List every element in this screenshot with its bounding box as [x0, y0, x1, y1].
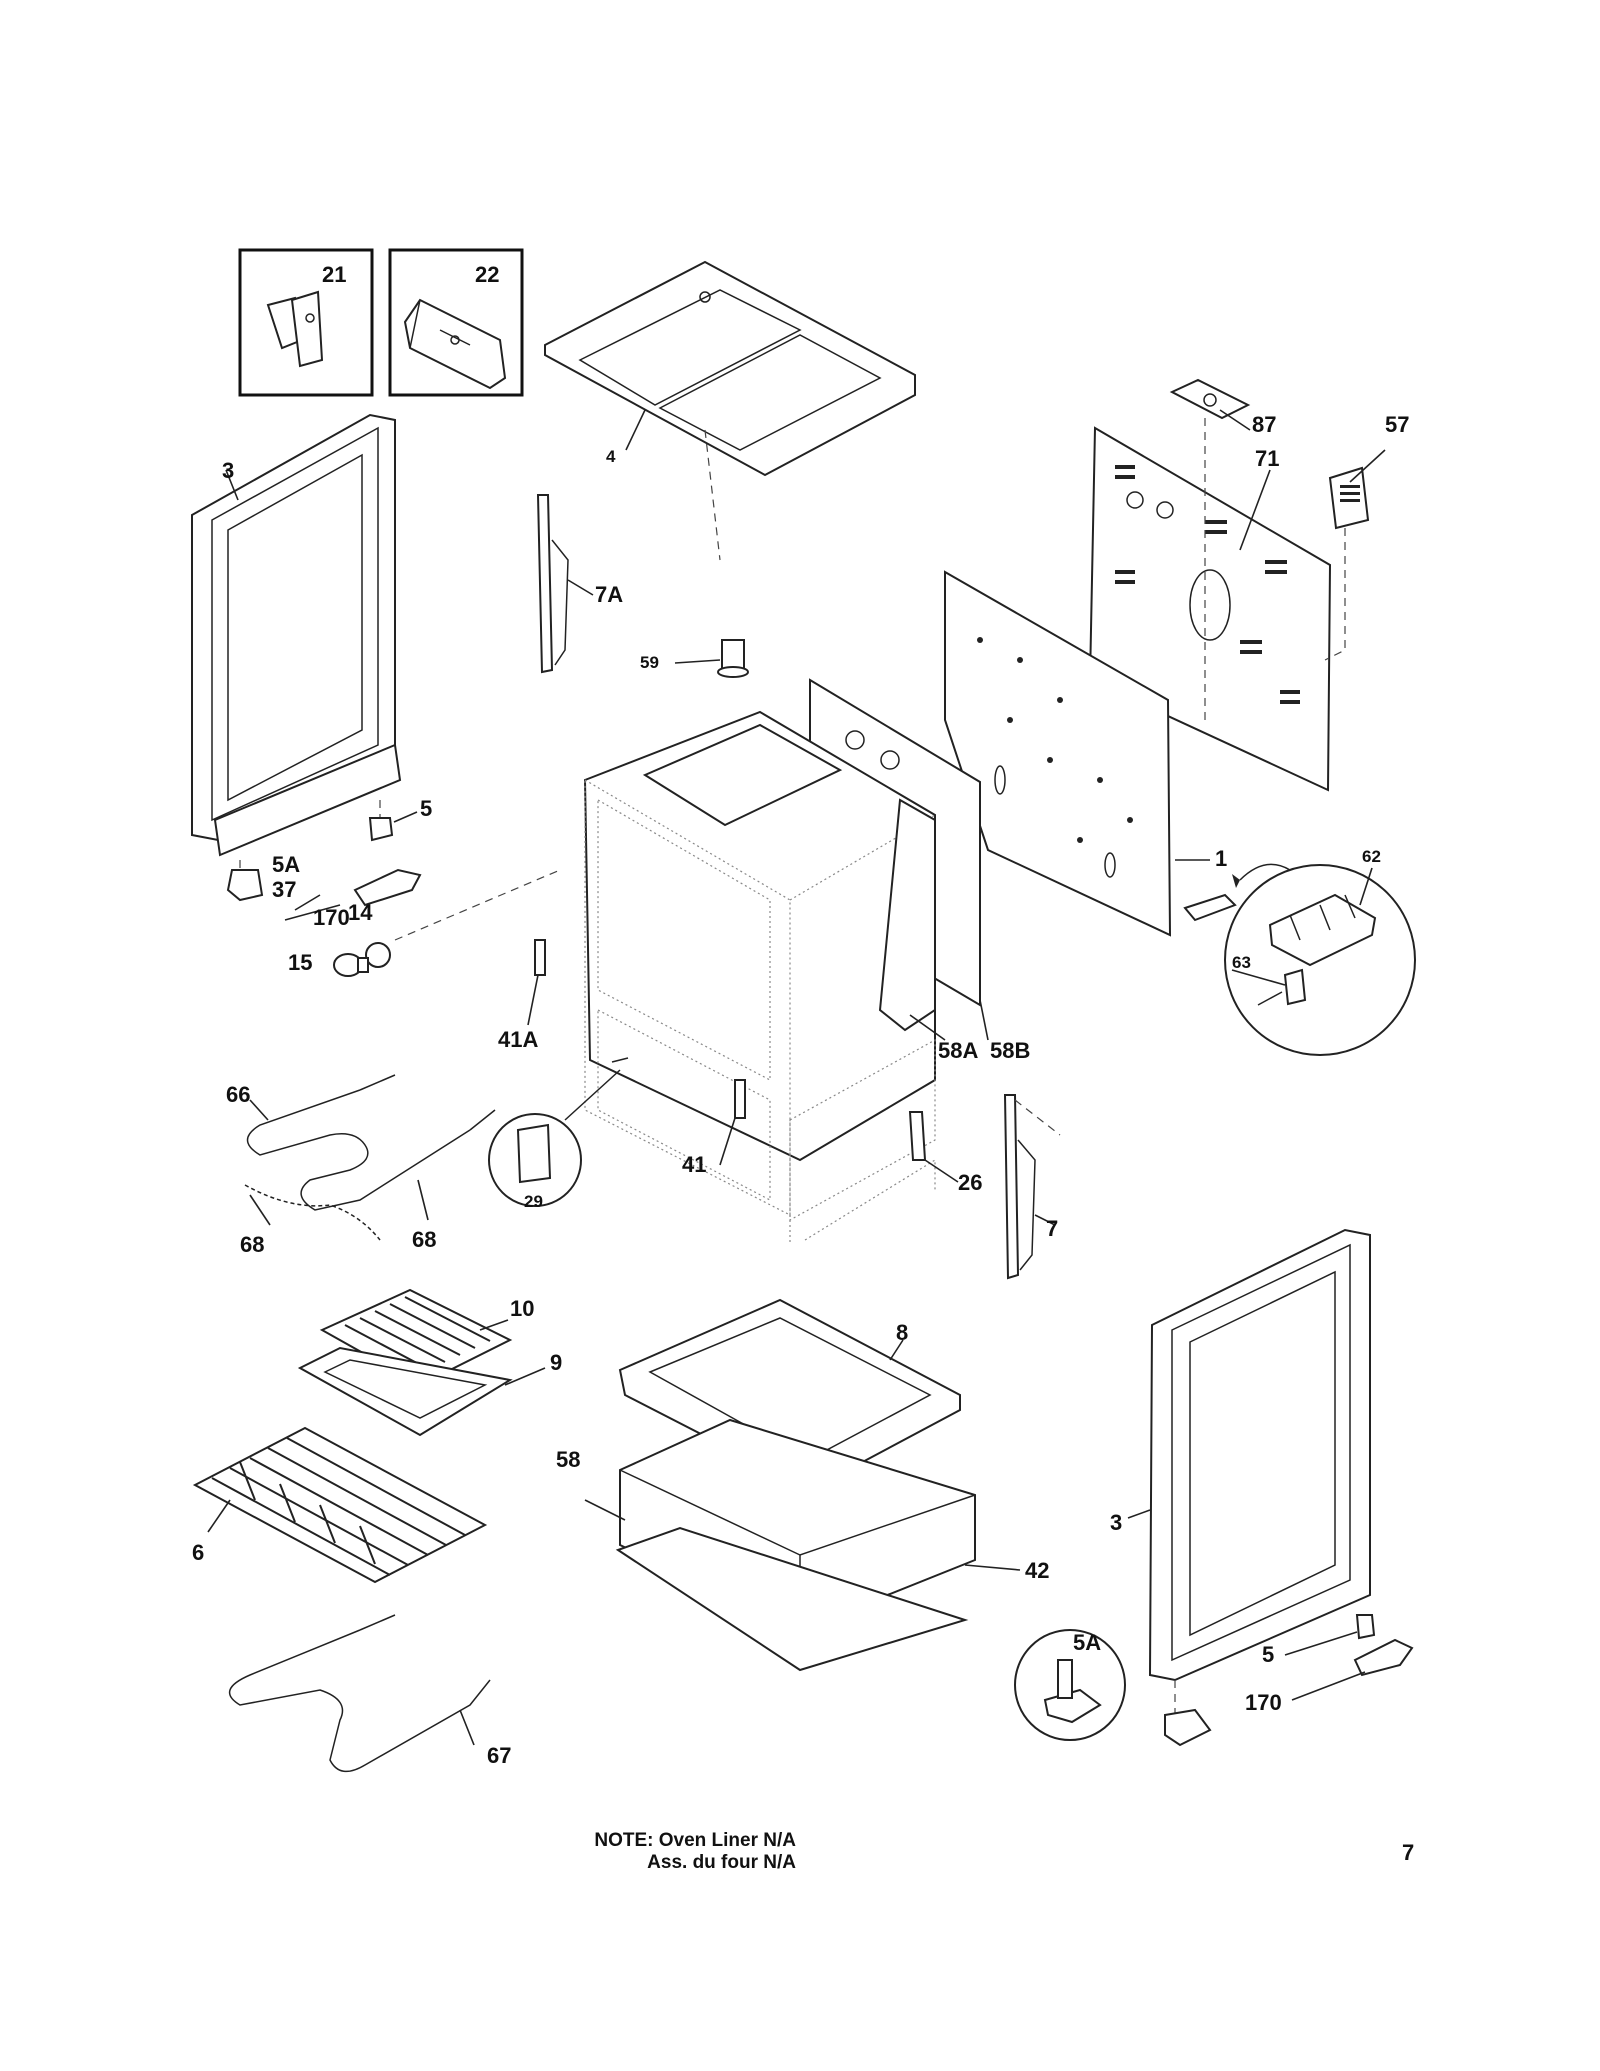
part-label-5A-left: 5A — [272, 852, 300, 877]
note-line-en: NOTE: Oven Liner N/A — [594, 1830, 796, 1851]
part-label-7A: 7A — [595, 582, 623, 607]
terminal-block-62 — [1183, 863, 1291, 922]
part-label-5-right: 5 — [1262, 1642, 1274, 1667]
drawer-bottom-42 — [615, 1526, 969, 1672]
part-label-42: 42 — [1025, 1558, 1049, 1583]
rack-guide-7A — [536, 494, 569, 674]
leveling-leg-5-right — [1355, 1614, 1376, 1640]
bracket-41A — [534, 939, 546, 976]
part-label-37: 37 — [272, 877, 296, 902]
broil-element-66 — [246, 1074, 496, 1211]
part-label-1: 1 — [1215, 846, 1227, 871]
part-label-5A-right: 5A — [1073, 1630, 1101, 1655]
part-label-15: 15 — [288, 950, 312, 975]
top-panel — [544, 260, 916, 477]
guide-line-14 — [394, 869, 561, 941]
part-label-21: 21 — [322, 262, 346, 287]
broil-pan-9 — [297, 1346, 513, 1437]
part-label-57: 57 — [1385, 412, 1409, 437]
bracket-26 — [908, 1111, 927, 1161]
lamp-bulb-15 — [333, 953, 369, 977]
part-label-68-right: 68 — [412, 1227, 436, 1252]
note-line-fr: Ass. du four N/A — [647, 1852, 796, 1873]
part-label-59: 59 — [640, 653, 659, 672]
lamp-socket-14 — [365, 942, 391, 968]
part-label-8: 8 — [896, 1320, 908, 1345]
gasket-87 — [1169, 378, 1251, 420]
part-label-9: 9 — [550, 1350, 562, 1375]
bracket-41 — [734, 1079, 746, 1119]
wire-68 — [244, 1184, 381, 1241]
part-label-5-left: 5 — [420, 796, 432, 821]
note-block: NOTE: Oven Liner N/A Ass. du four N/A — [556, 1830, 796, 1874]
leg-bracket-5A-left — [226, 869, 264, 902]
part-labels: 21 22 3 4 87 57 71 7A 59 5 5A 37 170 14 … — [192, 262, 1409, 1768]
part-label-10: 10 — [510, 1296, 534, 1321]
left-door — [191, 413, 402, 857]
cover-57 — [1328, 466, 1370, 530]
oven-body — [583, 710, 936, 1245]
part-label-7: 7 — [1046, 1216, 1058, 1241]
leg-bracket-5A-right — [1164, 1708, 1212, 1747]
leader-lines — [207, 409, 1386, 1746]
part-label-170-right: 170 — [1245, 1690, 1282, 1715]
back-panel-1 — [944, 570, 1172, 937]
part-label-68-left: 68 — [240, 1232, 264, 1257]
part-label-63: 63 — [1232, 953, 1251, 972]
part-label-3-left: 3 — [222, 458, 234, 483]
part-label-41A: 41A — [498, 1027, 538, 1052]
rack-guide-7 — [1003, 1094, 1036, 1280]
oven-rack-6 — [192, 1426, 488, 1584]
part-label-62: 62 — [1362, 847, 1381, 866]
part-label-4: 4 — [606, 447, 616, 466]
part-label-71: 71 — [1255, 446, 1279, 471]
part-label-26: 26 — [958, 1170, 982, 1195]
bake-element-67 — [228, 1614, 491, 1773]
right-door — [1148, 1228, 1371, 1682]
part-label-66: 66 — [226, 1082, 250, 1107]
part-label-58A: 58A — [938, 1038, 978, 1063]
inset-box-21 — [238, 248, 374, 397]
part-label-3-right: 3 — [1110, 1510, 1122, 1535]
part-label-14: 14 — [348, 900, 373, 925]
part-label-29: 29 — [524, 1192, 543, 1211]
guide-line-7 — [1014, 1099, 1061, 1136]
part-label-170-left: 170 — [313, 905, 350, 930]
callout-5A — [1014, 1629, 1126, 1741]
element-59 — [717, 639, 749, 678]
bracket-170-right — [1353, 1638, 1414, 1677]
part-label-41: 41 — [682, 1152, 706, 1177]
leveling-leg-5-left — [368, 817, 394, 842]
part-label-58B: 58B — [990, 1038, 1030, 1063]
guide-line-59 — [704, 429, 721, 561]
screw-37 — [284, 904, 341, 921]
inset-box-22 — [388, 248, 524, 397]
part-label-58: 58 — [556, 1447, 580, 1472]
page-number: 7 — [1402, 1840, 1415, 1865]
part-label-6: 6 — [192, 1540, 204, 1565]
bracket-170-left — [353, 868, 422, 907]
terminal-block-callout — [1224, 864, 1416, 1056]
part-label-22: 22 — [475, 262, 499, 287]
part-label-87: 87 — [1252, 412, 1276, 437]
callout-29 — [488, 1057, 629, 1207]
part-label-67: 67 — [487, 1743, 511, 1768]
